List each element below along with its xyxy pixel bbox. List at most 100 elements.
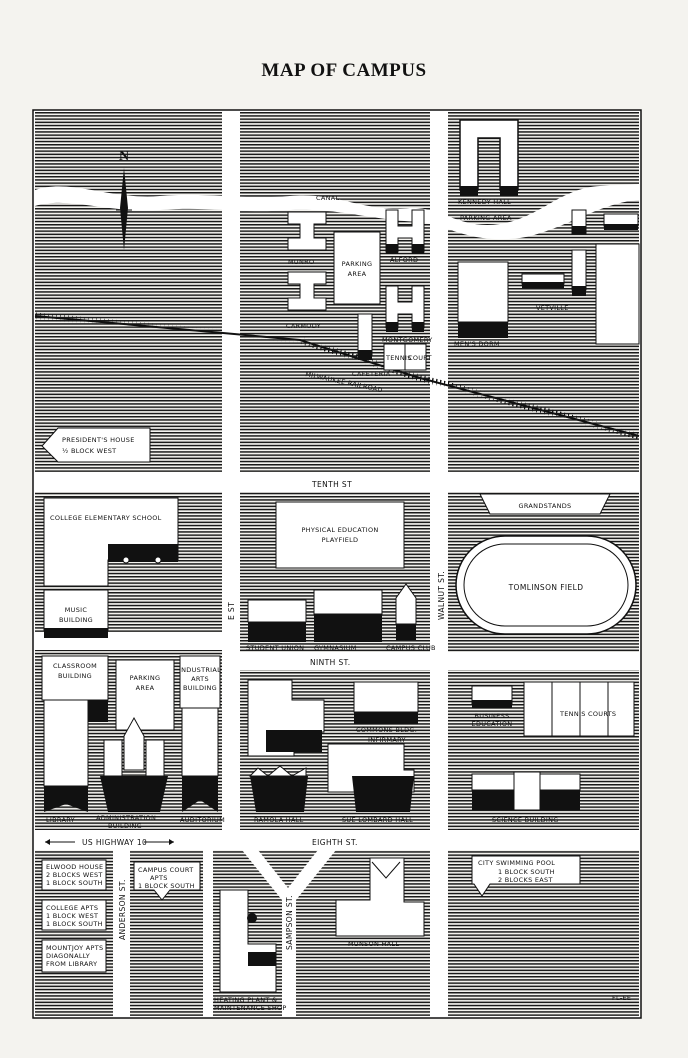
munro-hall: MUNRO: [287, 211, 327, 266]
highway-label: US HIGHWAY 10: [45, 838, 174, 847]
pe-playfield: PHYSICAL EDUCATION PLAYFIELD: [275, 501, 405, 569]
city-pool-sign: CITY SWIMMING POOL 1 BLOCK SOUTH 2 BLOCK…: [471, 855, 581, 897]
munson-hall: MUNSON HALL: [335, 857, 425, 948]
svg-text:SUE LOMBARD HALL: SUE LOMBARD HALL: [342, 816, 413, 824]
svg-text:ARTS: ARTS: [191, 675, 209, 683]
svg-text:CAMPUS CLUB: CAMPUS CLUB: [386, 644, 436, 652]
tennis-court-right: COURT: [408, 354, 432, 362]
mountjoy-apts-sign: MOUNTJOY APTS DIAGONALLY FROM LIBRARY: [41, 939, 107, 973]
svg-text:PHYSICAL EDUCATION: PHYSICAL EDUCATION: [301, 526, 378, 534]
svg-text:INDUSTRIAL: INDUSTRIAL: [179, 666, 221, 674]
science-building: SCIENCE BUILDING: [471, 771, 581, 824]
svg-text:TENNIS COURTS: TENNIS COURTS: [559, 710, 616, 718]
administration-building: ADMINISTRATION BUILDING: [96, 716, 168, 830]
kennedy-hall-label: KENNEDY HALL: [458, 198, 511, 206]
svg-text:1 BLOCK SOUTH: 1 BLOCK SOUTH: [46, 920, 103, 928]
tomlinson-field: TOMLINSON FIELD: [455, 535, 637, 635]
artist-signature: FL-EE: [612, 994, 631, 1002]
heating-plant: HEATING PLANT & MAINTENANCE SHOP: [214, 889, 287, 1012]
tenth-st-label: TENTH ST: [311, 480, 352, 489]
parking-center: PARKING AREA: [333, 231, 381, 305]
svg-text:MUSIC: MUSIC: [65, 606, 88, 614]
vetville-label: VETVILLE: [536, 304, 569, 312]
svg-text:COLLEGE APTS: COLLEGE APTS: [46, 904, 98, 912]
svg-text:MAINTENANCE SHOP: MAINTENANCE SHOP: [214, 1004, 287, 1012]
tennis-court-left: TENNIS: [385, 354, 412, 362]
classroom-building: CLASSROOM BUILDING: [41, 655, 109, 812]
college-apts-sign: COLLEGE APTS 1 BLOCK WEST 1 BLOCK SOUTH: [41, 899, 107, 931]
map-title: MAP OF CAMPUS: [261, 60, 427, 81]
tennis-court-north: TENNIS COURT: [383, 343, 432, 371]
svg-text:GYMNASIUM: GYMNASIUM: [314, 644, 357, 652]
svg-text:RAMOLA HALL: RAMOLA HALL: [254, 816, 304, 824]
svg-text:BUSINESS: BUSINESS: [475, 712, 510, 720]
svg-text:2 BLOCKS WEST: 2 BLOCKS WEST: [46, 871, 103, 879]
svg-text:EDUCATION: EDUCATION: [472, 720, 513, 728]
svg-text:STUDENT UNION: STUDENT UNION: [246, 644, 304, 652]
business-education: BUSINESS EDUCATION: [471, 685, 513, 728]
parking-center-line2: AREA: [348, 270, 367, 278]
cafeteria-bar: [357, 313, 373, 360]
ramola-hall: RAMOLA HALL: [247, 679, 325, 824]
e-st-label: E ST: [227, 602, 236, 620]
mens-dorm-label: MEN'S DORM: [454, 340, 500, 348]
campus-club: CAMPUS CLUB: [386, 583, 436, 652]
north-label: N: [119, 149, 129, 164]
svg-text:CLASSROOM: CLASSROOM: [53, 662, 97, 670]
library-label: LIBRARY: [46, 816, 75, 824]
college-elementary-school: COLLEGE ELEMENTARY SCHOOL: [43, 497, 179, 587]
cafeteria-label: CAFETERIA: [352, 370, 391, 378]
dorm-blocks-ne: [521, 209, 640, 345]
anderson-st-label: ANDERSON ST.: [118, 879, 127, 940]
parking-area-left: PARKING AREA: [115, 659, 175, 731]
svg-text:BUILDING: BUILDING: [183, 684, 217, 692]
svg-text:ADMINISTRATION: ADMINISTRATION: [96, 814, 156, 822]
svg-text:US HIGHWAY 10: US HIGHWAY 10: [82, 838, 147, 847]
svg-text:PARKING: PARKING: [130, 674, 161, 682]
auditorium-label: AUDITORIUM: [180, 816, 225, 824]
presidents-house-sign: PRESIDENT'S HOUSE ½ BLOCK WEST: [41, 427, 151, 463]
svg-text:½ BLOCK WEST: ½ BLOCK WEST: [62, 447, 116, 455]
kennedy-hall: KENNEDY HALL: [458, 119, 519, 206]
svg-text:PLAYFIELD: PLAYFIELD: [322, 536, 359, 544]
svg-text:APTS: APTS: [150, 874, 168, 882]
svg-text:CAMPUS COURT: CAMPUS COURT: [138, 866, 194, 874]
svg-text:1 BLOCK SOUTH: 1 BLOCK SOUTH: [46, 879, 103, 887]
svg-text:2 BLOCKS EAST: 2 BLOCKS EAST: [498, 876, 553, 884]
canal: [35, 184, 639, 240]
svg-text:DIAGONALLY: DIAGONALLY: [46, 952, 90, 960]
svg-text:BUILDING: BUILDING: [58, 672, 92, 680]
block-triangle: [258, 850, 318, 888]
parking-center-line1: PARKING: [342, 260, 373, 268]
north-arrow-icon: N: [116, 149, 132, 250]
block-nw: [35, 112, 222, 472]
svg-text:ELWOOD HOUSE: ELWOOD HOUSE: [46, 863, 103, 871]
eighth-st-label: EIGHTH ST.: [312, 838, 358, 847]
svg-text:1 BLOCK SOUTH: 1 BLOCK SOUTH: [138, 882, 195, 890]
svg-text:AREA: AREA: [136, 684, 155, 692]
svg-text:1 BLOCK WEST: 1 BLOCK WEST: [46, 912, 98, 920]
tennis-courts: TENNIS COURTS: [523, 681, 635, 737]
svg-text:BUILDING: BUILDING: [108, 822, 142, 830]
grandstands: GRANDSTANDS: [479, 493, 611, 515]
svg-text:INFIRMARY: INFIRMARY: [368, 736, 406, 744]
commons-building: COMMONS BLDG. INFIRMARY: [353, 681, 419, 744]
elwood-house-sign: ELWOOD HOUSE 2 BLOCKS WEST 1 BLOCK SOUTH: [41, 859, 107, 891]
carmody-hall: CARMODY: [286, 271, 327, 330]
svg-text:1 BLOCK SOUTH: 1 BLOCK SOUTH: [498, 868, 555, 876]
svg-text:BUILDING: BUILDING: [59, 616, 93, 624]
svg-text:COMMONS BLDG.: COMMONS BLDG.: [356, 726, 417, 734]
svg-text:TOMLINSON FIELD: TOMLINSON FIELD: [508, 583, 584, 592]
svg-text:MOUNTJOY APTS: MOUNTJOY APTS: [46, 944, 103, 952]
industrial-arts-building: INDUSTRIAL ARTS BUILDING: [179, 655, 221, 812]
sue-lombard-hall: SUE LOMBARD HALL: [327, 743, 415, 824]
sampson-st-label: SAMPSON ST.: [285, 895, 294, 950]
svg-text:PRESIDENT'S HOUSE: PRESIDENT'S HOUSE: [62, 436, 135, 444]
student-union: STUDENT UNION: [246, 599, 307, 652]
music-building: MUSIC BUILDING: [43, 589, 109, 638]
ninth-st-label: NINTH ST.: [310, 658, 350, 667]
gymnasium: GYMNASIUM: [313, 589, 383, 652]
campus-court-sign: CAMPUS COURT APTS 1 BLOCK SOUTH: [133, 861, 201, 901]
svg-text:FROM LIBRARY: FROM LIBRARY: [46, 960, 97, 968]
